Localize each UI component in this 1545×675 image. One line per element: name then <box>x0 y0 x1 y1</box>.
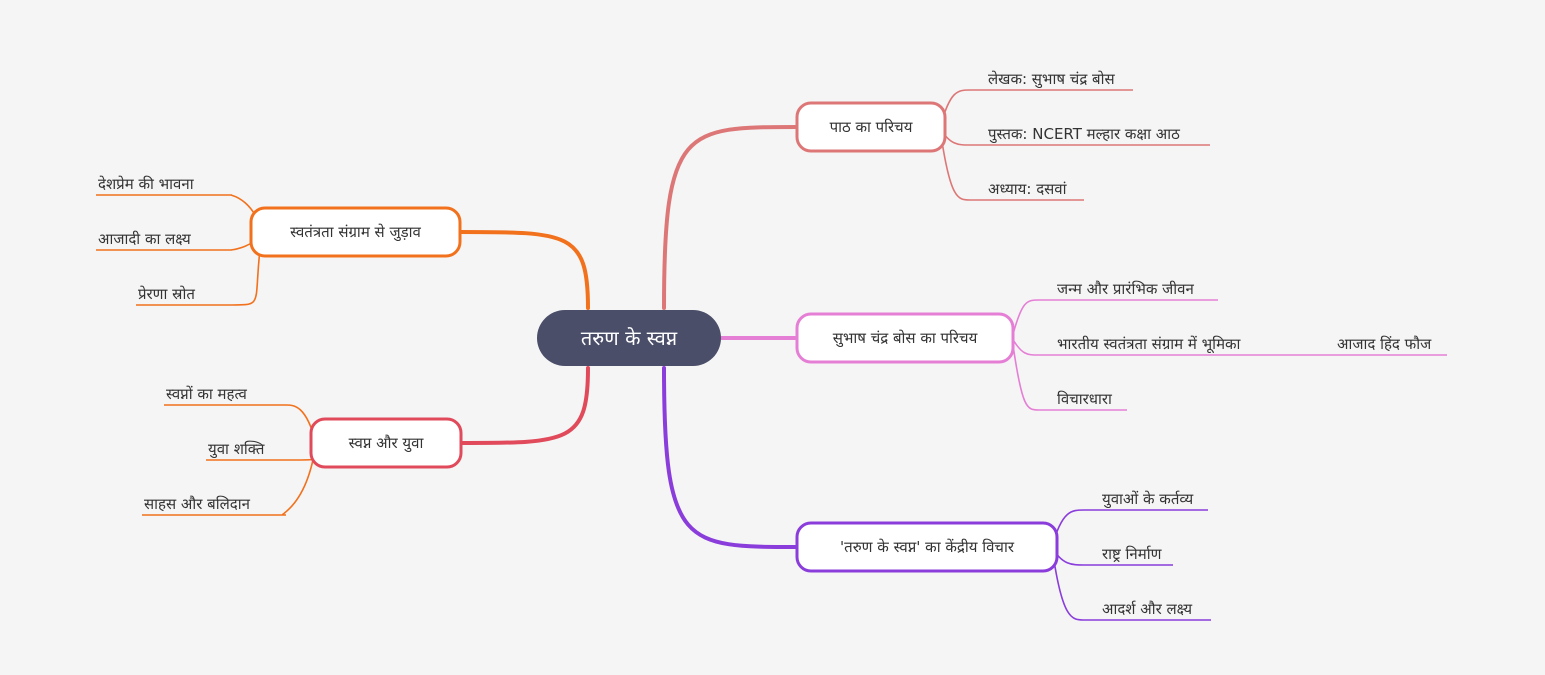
leaf-label-bose-1[interactable]: भारतीय स्वतंत्रता संग्राम में भूमिका <box>1057 335 1242 354</box>
leaf-label-intro-0[interactable]: लेखक: सुभाष चंद्र बोस <box>988 70 1115 89</box>
branch-label-intro: पाठ का परिचय <box>830 118 913 136</box>
branch-node-central[interactable]: 'तरुण के स्वप्न' का केंद्रीय विचार <box>795 521 1059 573</box>
leaf-label-youth-1[interactable]: युवा शक्ति <box>208 440 265 459</box>
leaf-label-central-0[interactable]: युवाओं के कर्तव्य <box>1102 490 1194 509</box>
branch-connector-intro <box>662 125 799 310</box>
branch-label-central: 'तरुण के स्वप्न' का केंद्रीय विचार <box>840 538 1015 556</box>
leaf-sub-label-bose-1[interactable]: आजाद हिंद फौज <box>1337 335 1432 353</box>
branch-label-youth: स्वप्न और युवा <box>349 434 425 453</box>
leaf-label-central-2[interactable]: आदर्श और लक्ष्य <box>1102 600 1192 618</box>
leaf-connector-intro-2 <box>939 127 1084 201</box>
leaf-connector-youth-0 <box>164 404 317 444</box>
leaf-connector-central-2 <box>1051 546 1211 621</box>
leaf-connector-central-0 <box>1051 509 1208 548</box>
leaf-label-intro-2[interactable]: अध्याय: दसवां <box>988 180 1068 198</box>
root-node[interactable]: तरुण के स्वप्न <box>537 310 721 366</box>
branch-connector-youth <box>459 366 590 445</box>
branch-connector-central <box>662 366 799 549</box>
leaf-connector-bose-2 <box>1011 337 1127 411</box>
leaf-connector-bose-1 <box>1011 337 1447 356</box>
leaf-label-central-1[interactable]: राष्ट्र निर्माण <box>1102 545 1163 563</box>
leaf-label-freedom-0[interactable]: देशप्रेम की भावना <box>98 175 195 193</box>
branch-label-bose: सुभाष चंद्र बोस का परिचय <box>833 329 978 348</box>
nodes: तरुण के स्वप्न पाठ का परिचय लेखक: सुभाष च… <box>98 70 1432 618</box>
leaf-label-freedom-1[interactable]: आजादी का लक्ष्य <box>98 230 191 248</box>
branch-node-youth[interactable]: स्वप्न और युवा <box>309 417 463 469</box>
branch-node-intro[interactable]: पाठ का परिचय <box>795 101 947 153</box>
branch-node-bose[interactable]: सुभाष चंद्र बोस का परिचय <box>795 312 1015 364</box>
connectors <box>96 89 1447 621</box>
leaf-connector-intro-0 <box>939 89 1133 129</box>
leaf-label-bose-0[interactable]: जन्म और प्रारंभिक जीवन <box>1057 280 1195 298</box>
leaf-label-bose-2[interactable]: विचारधारा <box>1057 390 1113 408</box>
leaf-connector-youth-2 <box>142 442 317 516</box>
branch-label-freedom: स्वतंत्रता संग्राम से जुड़ाव <box>290 223 421 242</box>
leaf-connector-bose-0 <box>1011 299 1218 339</box>
leaf-label-intro-1[interactable]: पुस्तक: NCERT मल्हार कक्षा आठ <box>988 125 1180 144</box>
leaf-label-freedom-2[interactable]: प्रेरणा स्रोत <box>138 285 195 303</box>
branch-node-freedom[interactable]: स्वतंत्रता संग्राम से जुड़ाव <box>249 206 462 258</box>
branch-connector-freedom <box>458 230 590 310</box>
leaf-label-youth-0[interactable]: स्वप्नों का महत्व <box>166 385 247 403</box>
leaf-connector-freedom-0 <box>96 194 263 233</box>
leaf-label-youth-2[interactable]: साहस और बलिदान <box>144 495 251 513</box>
root-label: तरुण के स्वप्न <box>581 326 678 350</box>
